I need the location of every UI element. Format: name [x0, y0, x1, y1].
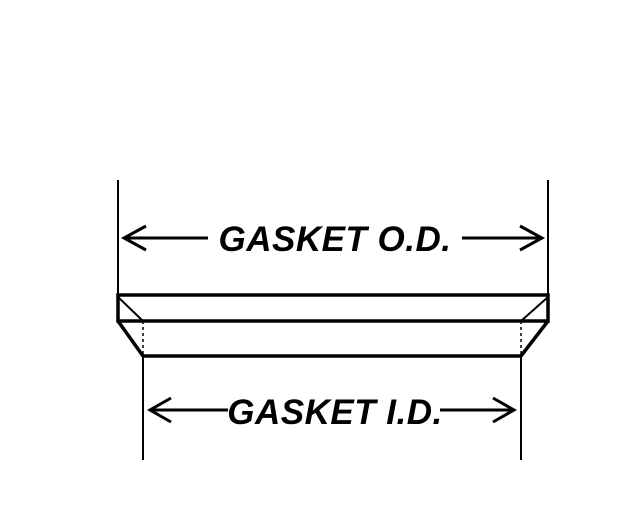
id-dimension-arrow-left — [146, 396, 228, 424]
gasket-body — [116, 293, 550, 358]
id-dimension-arrow-right — [440, 396, 518, 424]
od-dimension-arrow-left — [120, 224, 208, 252]
od-label: GASKET O.D. — [218, 220, 451, 259]
id-label: GASKET I.D. — [227, 393, 443, 432]
od-dimension-arrow-right — [462, 224, 546, 252]
